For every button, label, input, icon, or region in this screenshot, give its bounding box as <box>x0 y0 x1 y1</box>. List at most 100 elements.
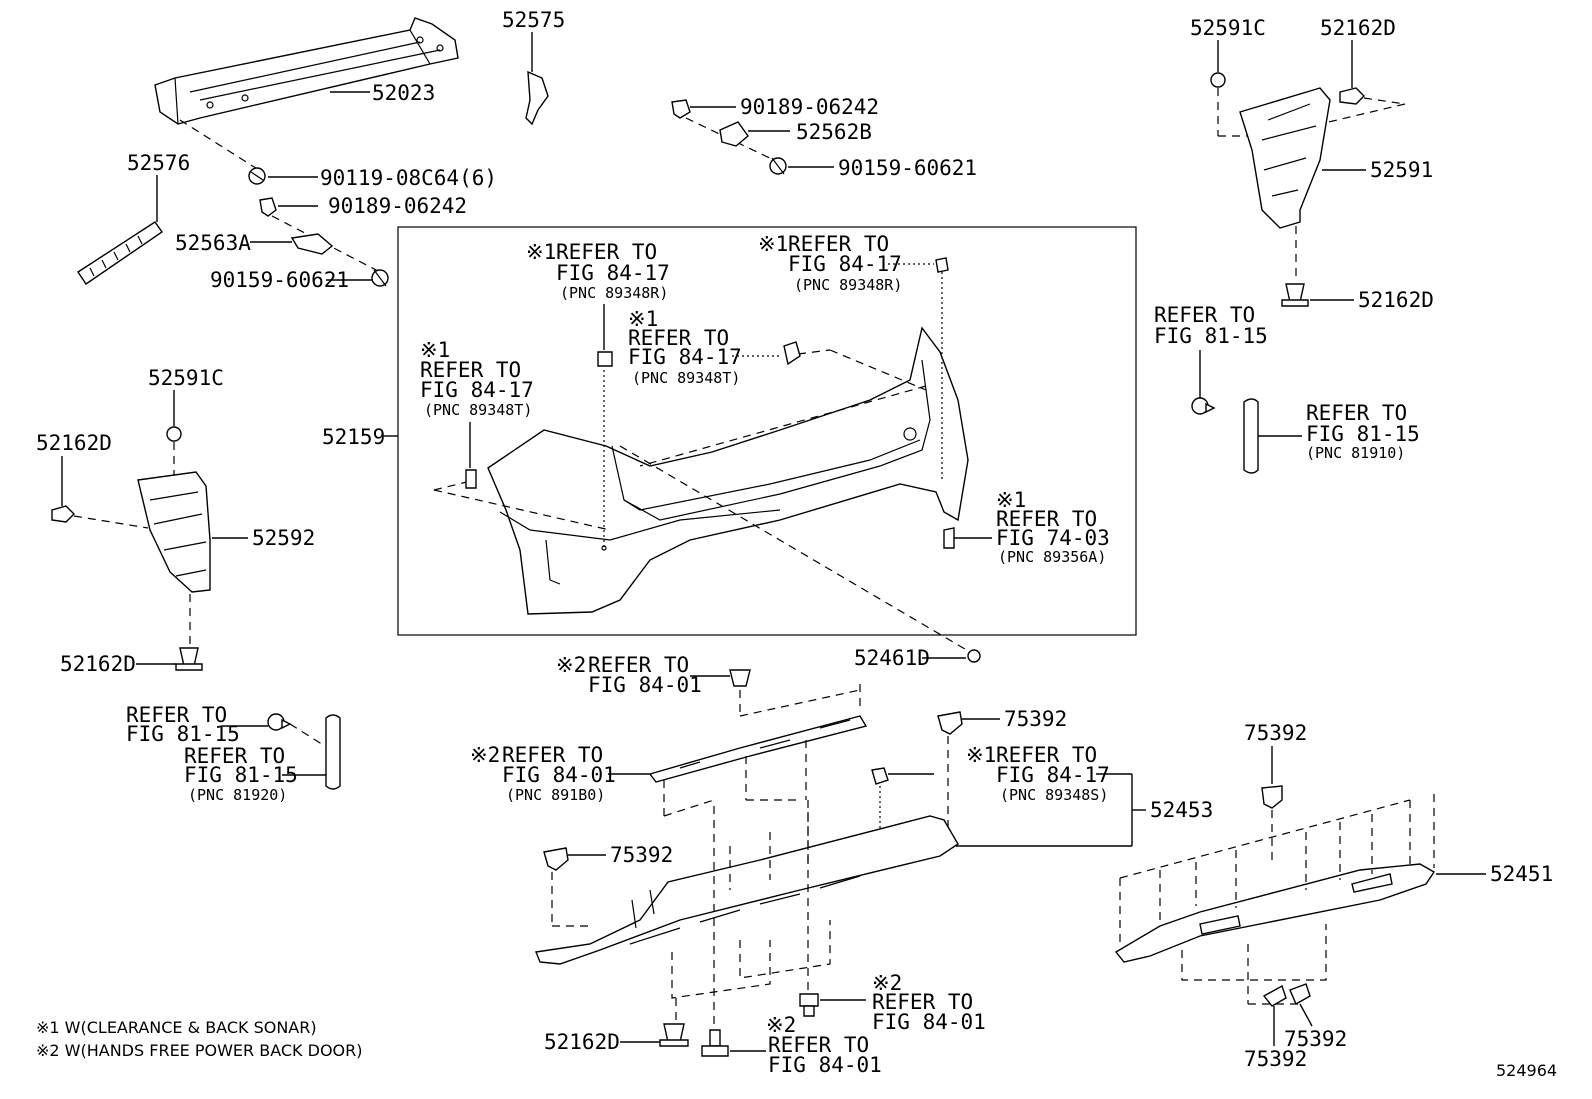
ref2-pnc: (PNC 89348R) <box>794 276 902 294</box>
bracket-52563A <box>290 233 334 255</box>
ref3-line1: REFER TO <box>628 326 729 350</box>
clip-75392-d <box>1262 984 1287 1007</box>
ref6-line1: REFER TO <box>1154 303 1255 327</box>
ref13-mark: ※2 <box>766 1013 796 1037</box>
label-75392-b: 75392 <box>610 843 673 867</box>
clip-52162D-left <box>51 505 75 523</box>
label-52159: 52159 <box>322 425 385 449</box>
bolt-reflector-left <box>267 713 292 731</box>
ref12-pnc: (PNC 89348S) <box>1000 786 1108 804</box>
label-75392-d: 75392 <box>1244 1047 1307 1071</box>
sensor-clip-a <box>943 527 955 549</box>
ref9-line2: FIG 81-15 <box>184 763 298 787</box>
ref4-pnc: (PNC 89348T) <box>424 401 532 419</box>
label-52461D: 52461D <box>854 646 930 670</box>
clip-hfpbd-top <box>729 669 751 687</box>
reflector-left <box>325 714 341 790</box>
clip-75392-a <box>937 711 963 735</box>
ref14-line1: REFER TO <box>872 990 973 1014</box>
ref13-line2: FIG 84-01 <box>768 1053 882 1077</box>
ref2-mark: ※1 <box>758 232 788 256</box>
label-75392-c: 75392 <box>1244 721 1307 745</box>
clip-90189-a <box>259 197 277 217</box>
reinforcement-52023 <box>154 17 459 125</box>
clip-52591C-left <box>166 426 182 442</box>
bolt-90159-a <box>371 269 389 287</box>
label-90159-a: 90159-60621 <box>210 268 349 292</box>
label-90119: 90119-08C64(6) <box>320 166 497 190</box>
label-90189-a: 90189-06242 <box>328 194 467 218</box>
clip-52162D-left2 <box>175 647 203 671</box>
label-90159-b: 90159-60621 <box>838 156 977 180</box>
footnote-2: ※2 W(HANDS FREE POWER BACK DOOR) <box>36 1041 363 1060</box>
ref10-mark: ※2 <box>556 653 586 677</box>
bolt-90119 <box>248 167 266 185</box>
bracket-52575 <box>525 70 549 126</box>
ref1-line2: FIG 84-17 <box>556 261 670 285</box>
label-52451: 52451 <box>1490 862 1553 886</box>
sensor-clip-r-mid <box>597 351 613 367</box>
clip-52162D-bottom <box>659 1023 689 1047</box>
ref12-line1: REFER TO <box>996 743 1097 767</box>
ref4-mark: ※1 <box>420 338 450 362</box>
ref11-pnc: (PNC 891B0) <box>506 786 605 804</box>
ref7-pnc: (PNC 81910) <box>1306 444 1405 462</box>
label-52562B: 52562B <box>796 120 872 144</box>
clip-sensor-52453 <box>871 767 889 785</box>
ref3-mark: ※1 <box>628 307 658 331</box>
label-52592: 52592 <box>252 526 315 550</box>
ref1-mark: ※1 <box>526 240 556 264</box>
ref3-pnc: (PNC 89348T) <box>632 369 740 387</box>
bracket-52562B <box>719 121 749 147</box>
ref7-line1: REFER TO <box>1306 401 1407 425</box>
label-52162D-left2: 52162D <box>60 652 136 676</box>
clip-52162D-right <box>1281 283 1309 307</box>
ref12-mark: ※1 <box>966 743 996 767</box>
ref2-line2: FIG 84-17 <box>788 252 902 276</box>
ref4-line2: FIG 84-17 <box>420 378 534 402</box>
label-75392-a: 75392 <box>1004 707 1067 731</box>
ref11-line1: REFER TO <box>502 743 603 767</box>
ref5-mark: ※1 <box>996 488 1026 512</box>
ref10-line2: FIG 84-01 <box>588 673 702 697</box>
ref10-line1: REFER TO <box>588 653 689 677</box>
ref5-pnc: (PNC 89356A) <box>998 548 1106 566</box>
clip-75392-c <box>1261 785 1283 809</box>
ref9-pnc: (PNC 81920) <box>188 786 287 804</box>
sensor-clip-t <box>783 341 801 366</box>
label-52023: 52023 <box>372 81 435 105</box>
ref14-mark: ※2 <box>872 971 902 995</box>
clip-90189-b <box>671 99 691 119</box>
ref2-line1: REFER TO <box>788 232 889 256</box>
reflector-right <box>1243 398 1259 474</box>
protector-52591 <box>1239 87 1331 229</box>
ref6-line2: FIG 81-15 <box>1154 324 1268 348</box>
ref7-line2: FIG 81-15 <box>1306 422 1420 446</box>
label-52162D-top: 52162D <box>1320 16 1396 40</box>
clip-52162D-top <box>1339 87 1365 105</box>
ref11-line2: FIG 84-01 <box>502 763 616 787</box>
label-52162D-bottom: 52162D <box>544 1030 620 1054</box>
label-52162D-left: 52162D <box>36 431 112 455</box>
clip-75392-b <box>543 847 569 871</box>
bolt-reflector-right <box>1191 397 1216 415</box>
bumper-cover-52159 <box>487 326 969 615</box>
screw-hfpbd-bottom <box>701 1029 729 1057</box>
step-pad-52451 <box>1114 863 1435 963</box>
footnote-1: ※1 W(CLEARANCE & BACK SONAR) <box>36 1018 317 1037</box>
lower-cover-52453 <box>535 815 959 965</box>
ref8-line2: FIG 81-15 <box>126 722 240 746</box>
sensor-clip-r-top <box>935 257 949 273</box>
ref1-pnc: (PNC 89348R) <box>560 284 668 302</box>
ref12-line2: FIG 84-17 <box>996 763 1110 787</box>
ref1-line1: REFER TO <box>556 240 657 264</box>
screw-hfpbd-right <box>799 993 819 1017</box>
label-52162D-right: 52162D <box>1358 288 1434 312</box>
label-52453: 52453 <box>1150 798 1213 822</box>
clip-75392-e <box>1289 983 1311 1005</box>
label-52575: 52575 <box>502 8 565 32</box>
protector-52592 <box>137 471 211 593</box>
clip-52461D <box>967 649 981 663</box>
ref14-line2: FIG 84-01 <box>872 1010 986 1034</box>
ref4-line1: REFER TO <box>420 358 521 382</box>
